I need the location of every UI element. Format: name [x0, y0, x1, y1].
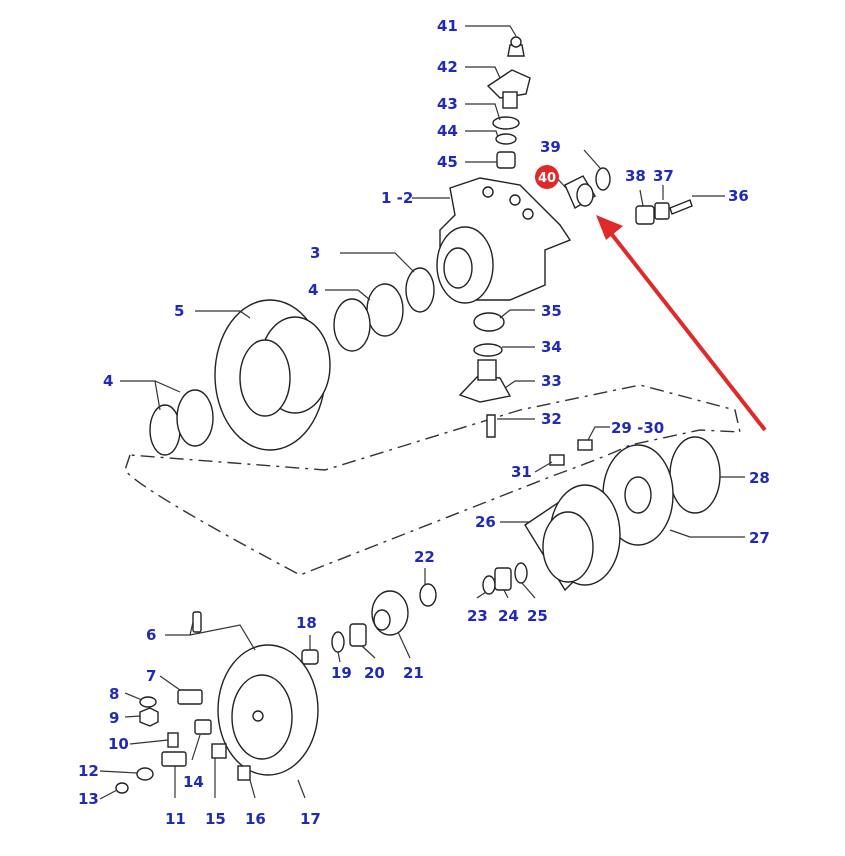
callout-11: 11 — [165, 810, 186, 828]
part-41-grease-nipple — [507, 36, 525, 57]
callout-26: 26 — [475, 513, 496, 531]
callout-4-lower: 4 — [103, 372, 113, 390]
callout-42: 42 — [437, 58, 458, 76]
part-5-wheel-hub — [214, 299, 331, 451]
part-42-pivot-cap — [486, 69, 531, 109]
part-36-bolt — [669, 199, 693, 215]
callout-3: 3 — [310, 244, 320, 262]
part-39-seal-ring — [595, 167, 611, 191]
callout-33: 33 — [541, 372, 562, 390]
part-20-needle-bearing — [349, 623, 367, 647]
callout-13: 13 — [78, 790, 99, 808]
callout-28: 28 — [749, 469, 770, 487]
part-35-bearing — [473, 312, 505, 332]
highlight-arrow — [596, 215, 767, 432]
part-8-washer — [139, 696, 157, 708]
part-38-spacer — [635, 205, 655, 225]
part-23-ring — [482, 575, 496, 595]
callout-40: 40 — [538, 171, 556, 186]
callout-17: 17 — [300, 810, 321, 828]
part-26-ring-gear — [524, 484, 621, 592]
part-10-plug — [167, 732, 179, 748]
leader-lines — [99, 25, 745, 800]
callout-19: 19 — [331, 664, 352, 682]
part-34-washer — [473, 343, 503, 357]
part-16-screw — [237, 765, 251, 781]
callout-31: 31 — [511, 463, 532, 481]
part-11-adapter — [161, 751, 187, 767]
callout-34: 34 — [541, 338, 562, 356]
callout-32: 32 — [541, 410, 562, 428]
callout-27: 27 — [749, 529, 770, 547]
callout-12: 12 — [78, 762, 99, 780]
callout-20: 20 — [364, 664, 385, 682]
callout-7: 7 — [146, 667, 156, 685]
part-27-sun-gear-carrier — [602, 444, 674, 546]
part-44-seal — [495, 133, 517, 145]
part-13-o-ring — [115, 782, 129, 794]
part-17-planet-carrier-cover — [217, 644, 319, 776]
callout-45: 45 — [437, 153, 458, 171]
callout-38: 38 — [625, 167, 646, 185]
assembly-group-outline — [124, 384, 741, 576]
callout-22: 22 — [414, 548, 435, 566]
part-7-stud — [177, 689, 203, 705]
part-4-bearing-lower — [149, 389, 214, 456]
callout-36: 36 — [728, 187, 749, 205]
callout-25: 25 — [527, 607, 548, 625]
callout-43: 43 — [437, 95, 458, 113]
part-9-nut — [139, 707, 159, 727]
part-40-bushing-highlighted — [564, 175, 596, 210]
part-28-snap-ring — [669, 436, 721, 514]
part-31-screw — [549, 454, 565, 466]
callout-24: 24 — [498, 607, 519, 625]
callout-4-upper: 4 — [308, 281, 318, 299]
part-12-o-ring — [136, 767, 154, 781]
callout-15: 15 — [205, 810, 226, 828]
callout-9: 9 — [109, 709, 119, 727]
callout-37: 37 — [653, 167, 674, 185]
part-22-thrust-washer — [419, 583, 437, 607]
callout-16: 16 — [245, 810, 266, 828]
part-1-2-steering-knuckle — [436, 177, 572, 304]
callout-29-30: 29 -30 — [611, 419, 664, 437]
part-37-nut — [654, 202, 670, 220]
callout-39: 39 — [540, 138, 561, 156]
callout-1-2: 1 -2 — [381, 189, 413, 207]
callout-35: 35 — [541, 302, 562, 320]
callout-14: 14 — [183, 773, 204, 791]
callout-41: 41 — [437, 17, 458, 35]
part-15-plug — [211, 743, 227, 759]
part-3-snap-ring — [405, 267, 435, 313]
part-18-spacer — [301, 649, 319, 665]
callout-8: 8 — [109, 685, 119, 703]
callout-40-highlight-badge: 40 — [535, 165, 559, 189]
part-32-bolt — [486, 414, 496, 438]
callout-labels: 41 42 43 44 45 39 40 38 37 36 1 -2 3 4 5… — [78, 17, 770, 828]
callout-10: 10 — [108, 735, 129, 753]
part-33-pivot-pin — [458, 359, 512, 403]
part-45-bushing — [496, 151, 516, 169]
part-24-needle-bearing — [494, 567, 512, 591]
part-6-pin — [192, 611, 202, 633]
callout-23: 23 — [467, 607, 488, 625]
part-29-30-plug — [577, 439, 593, 451]
callout-18: 18 — [296, 614, 317, 632]
callout-21: 21 — [403, 664, 424, 682]
callout-5: 5 — [174, 302, 184, 320]
part-4-bearing-upper — [333, 283, 404, 352]
part-14-fitting — [194, 719, 212, 735]
part-43-shim — [492, 116, 520, 130]
callout-44: 44 — [437, 122, 458, 140]
part-19-ring — [331, 631, 345, 653]
part-21-planet-gear — [371, 590, 409, 636]
callout-6: 6 — [146, 626, 156, 644]
part-25-ring — [514, 562, 528, 584]
